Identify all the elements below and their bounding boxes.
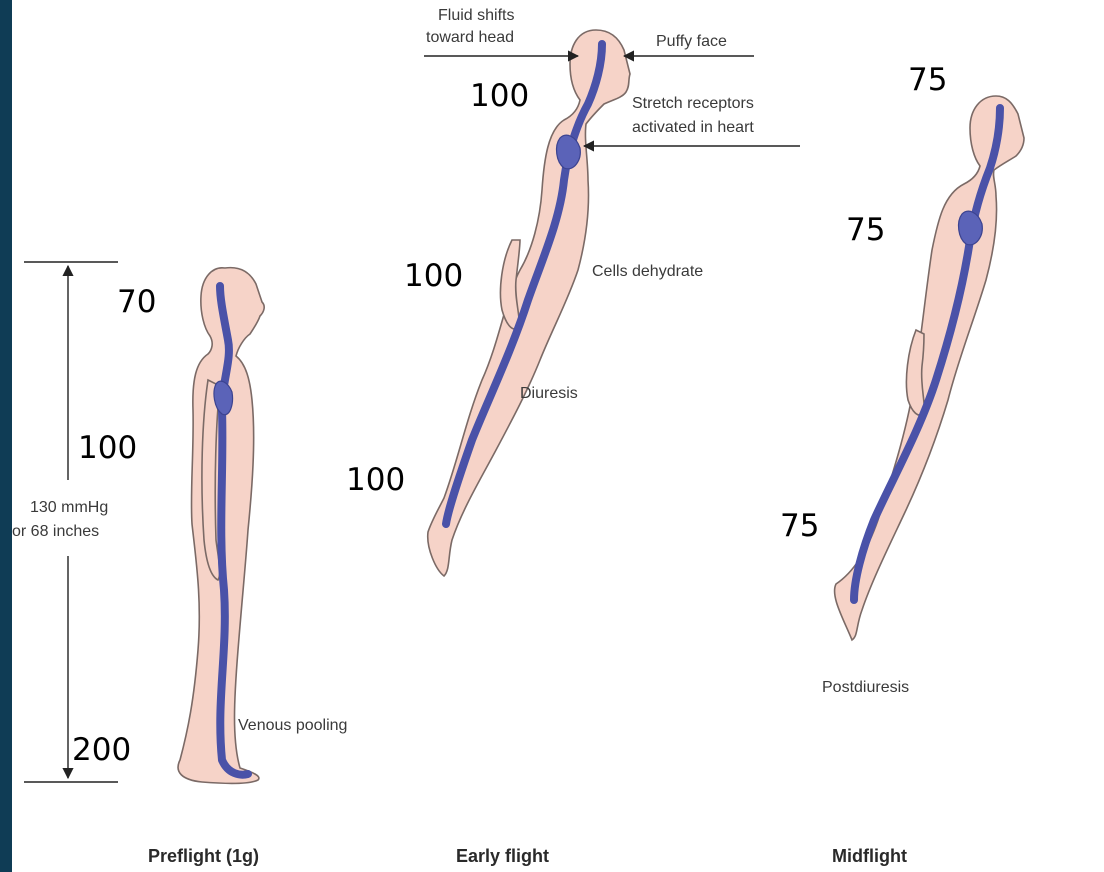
preflight-feet-pressure: 200 xyxy=(72,732,131,768)
height-scale: 130 mmHg or 68 inches xyxy=(12,262,118,782)
caption-midflight: Midflight xyxy=(832,846,907,866)
cells-dehydrate-label: Cells dehydrate xyxy=(592,263,703,280)
early-feet-pressure: 100 xyxy=(346,462,405,498)
stretch-receptors-label-2: activated in heart xyxy=(632,119,754,136)
early-heart-pressure: 100 xyxy=(404,258,463,294)
midflight-figure: Postdiuresis xyxy=(822,96,1024,696)
postdiuresis-label: Postdiuresis xyxy=(822,679,909,696)
early-head-pressure: 100 xyxy=(470,78,529,114)
mid-feet-pressure: 75 xyxy=(780,508,819,544)
fluid-shift-diagram: 130 mmHg or 68 inches Venous pooling Flu… xyxy=(12,0,1104,872)
height-label-line1: 130 mmHg xyxy=(30,499,108,516)
caption-preflight: Preflight (1g) xyxy=(148,846,259,866)
stretch-receptors-label-1: Stretch receptors xyxy=(632,95,754,112)
slide: 130 mmHg or 68 inches Venous pooling Flu… xyxy=(12,0,1104,872)
preflight-figure: Venous pooling xyxy=(178,268,347,784)
height-label-line2: or 68 inches xyxy=(12,523,99,540)
venous-pooling-label: Venous pooling xyxy=(238,717,347,734)
captions: Preflight (1g) Early flight Midflight xyxy=(148,846,907,866)
fluid-shifts-label-2: toward head xyxy=(426,29,514,46)
caption-early-flight: Early flight xyxy=(456,846,549,866)
fluid-shifts-label-1: Fluid shifts xyxy=(438,7,514,24)
preflight-heart-pressure: 100 xyxy=(78,430,137,466)
diuresis-label: Diuresis xyxy=(520,385,578,402)
puffy-face-label: Puffy face xyxy=(656,33,727,50)
mid-heart-pressure: 75 xyxy=(846,212,885,248)
mid-head-pressure: 75 xyxy=(908,62,947,98)
preflight-head-pressure: 70 xyxy=(117,284,156,320)
